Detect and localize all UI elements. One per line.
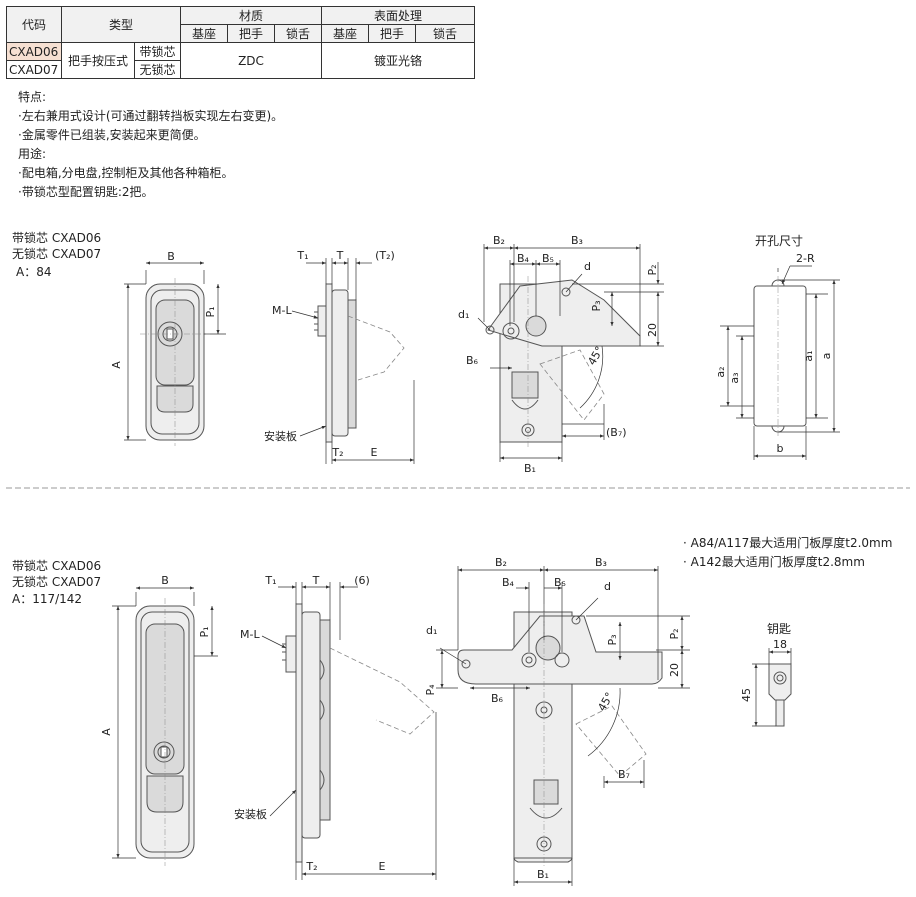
dim-b4: B₄	[517, 252, 530, 265]
dim-b5-2: B₅	[554, 576, 566, 589]
dim-d: d	[584, 260, 591, 273]
dim-p3-2: P₃	[606, 634, 619, 645]
label-mount-plate: 安装板	[264, 429, 297, 443]
dim-b3: B₃	[571, 234, 583, 247]
code-cxad07: CXAD07	[6, 60, 62, 79]
section2-a-value: A：117/142	[12, 592, 83, 606]
dim-b7-ref: (B₇)	[606, 426, 627, 439]
key-view	[752, 648, 792, 727]
dim-b1: B₁	[524, 462, 536, 475]
dim-t2: T₂	[331, 446, 343, 459]
dim-2-r: 2-R	[796, 252, 815, 265]
feature-item: ·金属零件已组装,安装起来更简便。	[18, 128, 206, 142]
dim-p3: P₃	[590, 300, 603, 311]
dim-angle: 45°	[585, 344, 606, 367]
dim-a-cut: a	[820, 353, 833, 360]
dim-b-2: B	[161, 574, 169, 587]
dim-b: B	[167, 250, 175, 263]
dim-t2-ref: (T₂)	[375, 249, 395, 262]
dim-d-2: d	[604, 580, 611, 593]
dim-t2-2: T₂	[305, 860, 317, 873]
key-title: 钥匙	[767, 622, 792, 636]
feature-item: ·左右兼用式设计(可通过翻转挡板实现左右变更)。	[18, 109, 284, 123]
dim-key-length: 45	[740, 688, 753, 702]
cutout-view	[720, 265, 840, 460]
dim-t1: T₁	[296, 249, 308, 262]
dim-b7: B₇	[618, 768, 630, 781]
dim-t-2: T	[312, 574, 320, 587]
spec-table: 代码 类型 材质 表面处理 基座 把手 锁舌 基座 把手 锁舌 CXAD06 把…	[6, 6, 475, 79]
dim-six: (6)	[354, 574, 370, 587]
features-block: 特点: ·左右兼用式设计(可通过翻转挡板实现左右变更)。 ·金属零件已组装,安装…	[18, 88, 283, 202]
section1-rear-view	[477, 244, 664, 462]
dim-p4: P₄	[424, 684, 437, 696]
usage-item: ·配电箱,分电盘,控制柜及其他各种箱柜。	[18, 166, 234, 180]
section1-without-core: 无锁芯 CXAD07	[12, 247, 102, 261]
dim-b6-2: B₆	[491, 692, 504, 705]
label-m-l-2: M-L	[240, 628, 260, 641]
section2-rear-view	[436, 566, 690, 886]
section2-without-core: 无锁芯 CXAD07	[12, 575, 102, 589]
header-finish-handle: 把手	[368, 24, 416, 43]
section2-with-core: 带锁芯 CXAD06	[12, 559, 102, 573]
dim-e-2: E	[379, 860, 386, 873]
dim-e: E	[371, 446, 378, 459]
dim-d1-2: d₁	[426, 624, 437, 637]
dim-t: T	[336, 249, 344, 262]
dim-b1-2: B₁	[537, 868, 549, 881]
dim-b6: B₆	[466, 354, 479, 367]
section2-front-view	[112, 586, 218, 866]
type-cell: 把手按压式	[61, 42, 135, 79]
dim-a2: a₂	[714, 366, 727, 377]
finish-value: 镀亚光铬	[321, 42, 475, 79]
note-thickness-2: · A142最大适用门板厚度t2.8mm	[683, 555, 865, 569]
dim-p2: P₂	[646, 264, 659, 275]
dim-a3: a₃	[728, 372, 741, 383]
dim-p1: P₁	[204, 306, 217, 317]
dim-b2-2: B₂	[495, 556, 507, 569]
dim-angle-2: 45°	[595, 690, 616, 713]
usage-title: 用途:	[18, 147, 47, 161]
section2-side-view	[261, 582, 437, 880]
header-material-base: 基座	[180, 24, 228, 43]
dim-p2-2: P₂	[668, 628, 681, 639]
section1-side-view	[291, 258, 415, 464]
material-value: ZDC	[180, 42, 322, 79]
dim-a-2: A	[100, 728, 113, 736]
dim-b3-2: B₃	[595, 556, 607, 569]
label-m-l: M-L	[272, 304, 292, 317]
header-material-handle: 把手	[227, 24, 275, 43]
header-code: 代码	[6, 6, 62, 43]
core-without: 无锁芯	[134, 60, 181, 79]
dim-b-cut: b	[777, 442, 784, 455]
dim-a1: a₁	[802, 350, 815, 361]
header-finish: 表面处理	[321, 6, 475, 25]
dim-20-2: 20	[668, 663, 681, 677]
dim-b2: B₂	[493, 234, 505, 247]
cutout-title: 开孔尺寸	[755, 234, 804, 248]
dim-a: A	[110, 361, 123, 369]
dim-b4-2: B₄	[502, 576, 515, 589]
code-cxad06: CXAD06	[6, 42, 62, 61]
section1-with-core: 带锁芯 CXAD06	[12, 231, 102, 245]
dim-key-width: 18	[773, 638, 787, 651]
header-material: 材质	[180, 6, 322, 25]
section1-front-view	[124, 261, 226, 446]
dim-t1-2: T₁	[264, 574, 276, 587]
dim-p1-2: P₁	[198, 626, 211, 637]
dim-d1: d₁	[458, 308, 469, 321]
dim-20: 20	[646, 323, 659, 337]
dim-b5: B₅	[542, 252, 554, 265]
section1-a-value: A：84	[16, 265, 52, 279]
usage-item: ·带锁芯型配置钥匙:2把。	[18, 185, 154, 199]
label-mount-plate-2: 安装板	[234, 807, 267, 821]
features-title: 特点:	[18, 90, 47, 104]
note-thickness-1: · A84/A117最大适用门板厚度t2.0mm	[683, 536, 893, 550]
